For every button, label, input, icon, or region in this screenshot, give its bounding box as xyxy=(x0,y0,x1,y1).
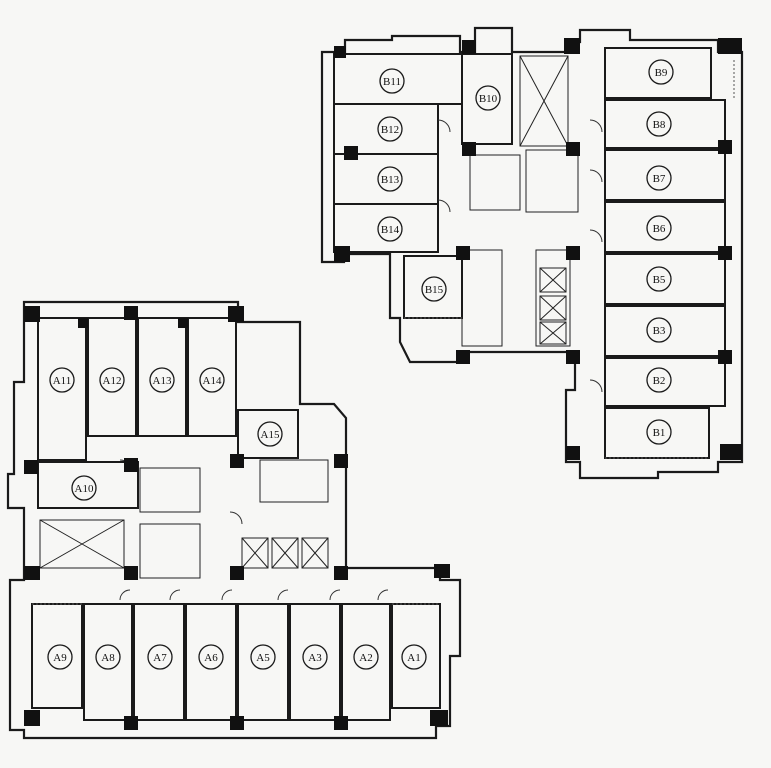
unit-label-circle-b11 xyxy=(379,68,405,94)
columns-a xyxy=(24,306,450,730)
unit-label-a8: A8 xyxy=(101,652,115,664)
unit-label-a1: A1 xyxy=(407,652,420,664)
unit-label-a9: A9 xyxy=(53,652,67,664)
unit-label-circle-a15 xyxy=(257,421,283,447)
unit-label-circle-a7 xyxy=(147,644,173,670)
unit-label-circle-a12 xyxy=(99,367,125,393)
unit-a7[interactable] xyxy=(133,603,185,721)
unit-label-circle-b13 xyxy=(377,166,403,192)
unit-label-b9: B9 xyxy=(655,67,668,79)
unit-label-circle-a13 xyxy=(149,367,175,393)
unit-label-circle-b3 xyxy=(646,317,672,343)
unit-label-b8: B8 xyxy=(653,119,666,131)
unit-label-circle-a6 xyxy=(198,644,224,670)
unit-label-a7: A7 xyxy=(153,652,167,664)
unit-label-a3: A3 xyxy=(308,652,322,664)
unit-label-circle-b9 xyxy=(648,59,674,85)
unit-label-circle-b6 xyxy=(646,215,672,241)
unit-label-b10: B10 xyxy=(479,93,498,105)
columns-b xyxy=(334,38,742,460)
unit-label-circle-b10 xyxy=(475,85,501,111)
unit-label-circle-b2 xyxy=(646,367,672,393)
unit-label-b14: B14 xyxy=(381,224,400,236)
unit-label-a10: A10 xyxy=(75,483,94,495)
unit-label-b11: B11 xyxy=(383,76,401,88)
unit-label-b5: B5 xyxy=(653,274,666,286)
unit-label-circle-a1 xyxy=(401,644,427,670)
unit-label-circle-a5 xyxy=(250,644,276,670)
unit-label-circle-b5 xyxy=(646,266,672,292)
unit-label-a2: A2 xyxy=(359,652,372,664)
unit-label-b2: B2 xyxy=(653,375,666,387)
unit-label-b7: B7 xyxy=(653,173,666,185)
unit-label-circle-b14 xyxy=(377,216,403,242)
unit-label-b1: B1 xyxy=(653,427,666,439)
unit-label-circle-a8 xyxy=(95,644,121,670)
unit-label-circle-a3 xyxy=(302,644,328,670)
unit-label-a13: A13 xyxy=(153,375,172,387)
unit-label-b12: B12 xyxy=(381,124,399,136)
unit-label-a11: A11 xyxy=(53,375,72,387)
unit-label-a12: A12 xyxy=(103,375,122,387)
building-b xyxy=(320,26,744,480)
unit-label-circle-b1 xyxy=(646,419,672,445)
unit-label-circle-a2 xyxy=(353,644,379,670)
unit-label-a15: A15 xyxy=(261,429,280,441)
unit-label-a14: A14 xyxy=(203,375,222,387)
unit-label-circle-b7 xyxy=(646,165,672,191)
unit-label-b15: B15 xyxy=(425,284,444,296)
unit-label-circle-a10 xyxy=(71,475,97,501)
unit-label-b6: B6 xyxy=(653,223,666,235)
unit-label-circle-a14 xyxy=(199,367,225,393)
unit-label-circle-a11 xyxy=(49,367,75,393)
unit-label-circle-b15 xyxy=(421,276,447,302)
unit-label-b3: B3 xyxy=(653,325,666,337)
unit-label-circle-a9 xyxy=(47,644,73,670)
unit-label-b13: B13 xyxy=(381,174,400,186)
unit-label-a6: A6 xyxy=(204,652,218,664)
unit-label-circle-b8 xyxy=(646,111,672,137)
unit-label-circle-b12 xyxy=(377,116,403,142)
building-a xyxy=(6,300,462,740)
unit-label-a5: A5 xyxy=(256,652,270,664)
